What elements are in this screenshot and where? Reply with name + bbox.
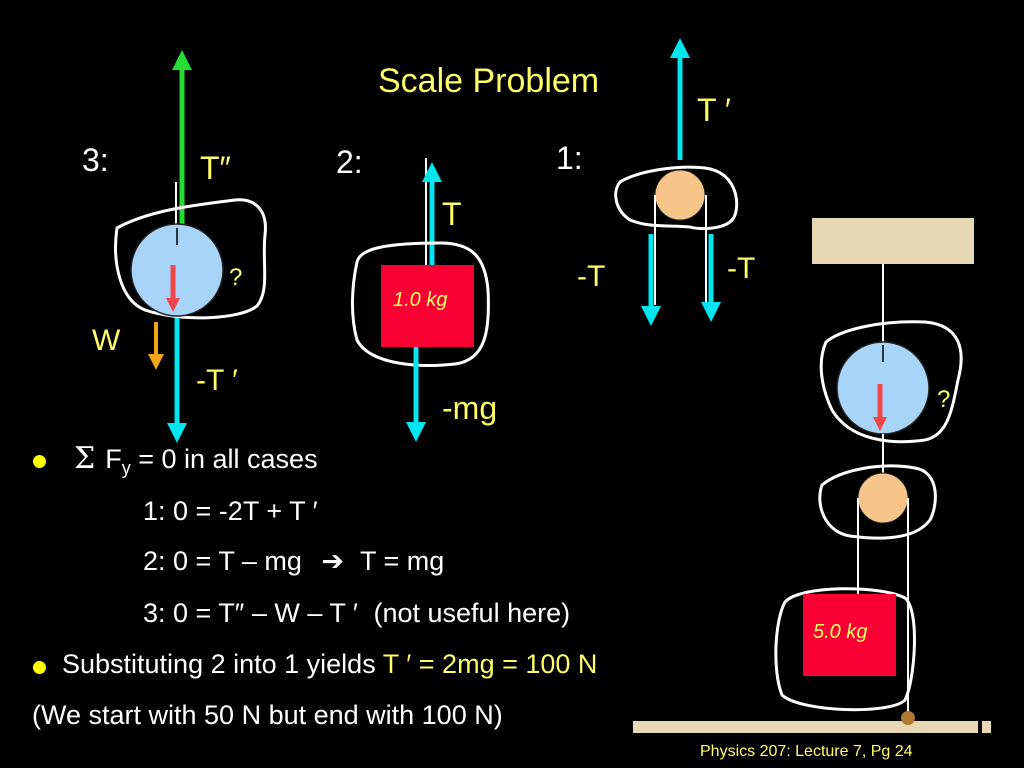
- equation-3-left: 3: 0 = T″ – W – T ′: [143, 598, 358, 628]
- tension-double-prime-label: T″: [200, 150, 231, 186]
- free-body-outline: [614, 165, 739, 230]
- sum-line-rest: = 0 in all cases: [130, 444, 318, 474]
- substitution-line: Substituting 2 into 1 yields T ′ = 2mg =…: [62, 651, 597, 678]
- force-subscript: y: [121, 458, 131, 478]
- equation-2-left: 2: 0 = T – mg: [143, 546, 302, 576]
- mass-outline: [774, 587, 916, 712]
- sigma-symbol: Σ: [74, 441, 96, 476]
- equation-3: 3: 0 = T″ – W – T ′ (not useful here): [143, 600, 570, 627]
- footer-text: Physics 207: Lecture 7, Pg 24: [700, 743, 913, 760]
- mass-label: 1.0 kg: [393, 289, 448, 311]
- substitution-result: T ′ = 2mg = 100 N: [382, 649, 598, 679]
- panel-2-free-body: [350, 158, 490, 442]
- equation-1: 1: 0 = -2T + T ′: [143, 496, 318, 526]
- panel-1-free-body: [614, 38, 739, 326]
- implies-arrow-icon: ➔: [321, 546, 344, 577]
- panel-3-number: 3:: [82, 142, 109, 178]
- panel-2-number: 2:: [336, 144, 363, 180]
- tension-left-label: -T: [577, 260, 606, 293]
- weight-label: W: [92, 324, 121, 357]
- scale-outline: [819, 320, 963, 444]
- equation-2-right: T = mg: [360, 546, 445, 576]
- bullet-2: [33, 661, 46, 674]
- tension-prime-down-label: -T ′: [196, 364, 238, 397]
- bullet-1: [33, 455, 46, 468]
- force-symbol: F: [105, 444, 122, 474]
- floor-bar: [633, 721, 991, 733]
- scale-setup: [633, 218, 991, 733]
- panel-3-free-body: [114, 50, 267, 443]
- tension-label: T: [442, 196, 462, 232]
- mass-block-5kg: [803, 594, 896, 676]
- floor-gap: [978, 721, 982, 733]
- free-body-outline: [114, 198, 267, 320]
- panel-1-number: 1:: [556, 140, 583, 176]
- free-body-outline: [350, 241, 490, 367]
- tension-prime-label: T ′: [697, 92, 731, 128]
- weight-mg-label: -mg: [442, 390, 498, 426]
- setup-unknown-mark: ?: [937, 386, 951, 413]
- tension-right-label: -T: [727, 252, 756, 285]
- lower-pulley: [857, 472, 909, 524]
- conclusion-line: (We start with 50 N but end with 100 N): [32, 700, 503, 730]
- pulley-outline: [818, 464, 937, 540]
- substitution-text: Substituting 2 into 1 yields: [62, 649, 383, 679]
- pulley: [654, 169, 706, 221]
- slide-title: Scale Problem: [378, 62, 600, 100]
- ceiling-block: [812, 218, 974, 264]
- equation-2: 2: 0 = T – mg ➔ T = mg: [143, 546, 445, 577]
- anchor-knot: [901, 711, 915, 725]
- setup-mass-label: 5.0 kg: [813, 621, 868, 643]
- mass-block: [381, 265, 474, 347]
- ball: [130, 223, 224, 317]
- unknown-mark: ?: [229, 264, 243, 291]
- equation-3-note: (not useful here): [373, 598, 571, 628]
